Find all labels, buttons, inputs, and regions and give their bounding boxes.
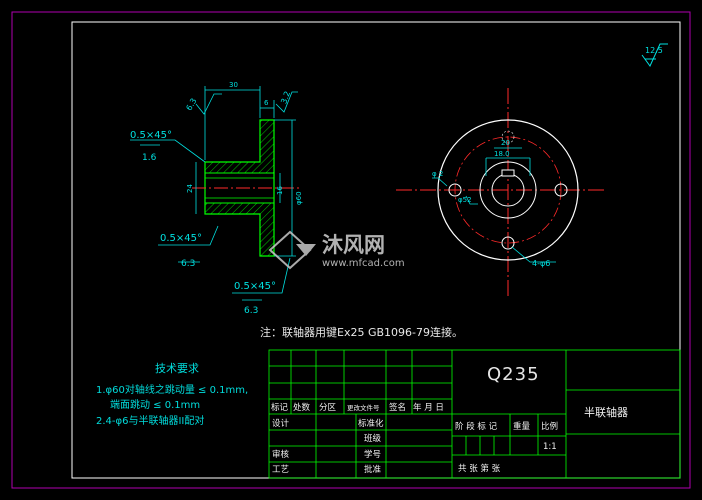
rough-chamfer-c: 6.3 [244, 306, 258, 316]
tb-review: 审核 [272, 449, 290, 460]
rev-header-zone: 分区 [319, 403, 337, 413]
chamfer-label-b: 0.5×45° [160, 233, 202, 244]
bolt-hole-bottom [501, 236, 515, 250]
tech-req-line3: 2.4-φ6与半联轴器II配对 [96, 414, 204, 427]
rev-header-count: 处数 [293, 402, 311, 413]
hatch-lower-flange [260, 203, 274, 256]
section-view [192, 119, 300, 257]
title-block-grid [268, 349, 681, 479]
tech-req-line1: 1.φ60对轴线之跳动量 ≤ 0.1mm, [96, 383, 248, 396]
tb-design: 设计 [272, 418, 290, 429]
overall-roughness-label: 12.5 [645, 46, 663, 55]
tb-standardize: 标准化 [358, 418, 384, 429]
watermark-brand: 沐风网 [322, 233, 385, 257]
dim-6: 6 [264, 99, 269, 107]
rough-chamfer-b: 6.3 [181, 259, 195, 269]
dim-key-width: 18.0 [494, 150, 510, 158]
dim-24: 24 [186, 184, 194, 193]
chamfer-label-c: 0.5×45° [234, 281, 276, 292]
part-name: 半联轴器 [584, 405, 628, 419]
rough-right-face: 3.2 [279, 90, 292, 105]
keyway [501, 169, 515, 177]
outer-border [11, 11, 691, 489]
dim-hub-20: 20 [501, 139, 510, 147]
overall-roughness-symbol [641, 43, 668, 67]
tech-req-title: 技术要求 [155, 362, 199, 375]
dim-16: 16 [276, 186, 284, 195]
rough-left-face: 6.3 [184, 97, 198, 113]
chamfer-label-a: 0.5×45° [130, 130, 172, 141]
hatch-upper-hub [205, 162, 260, 173]
rev-header-date: 年 月 日 [413, 402, 444, 413]
tech-req-line2: 端面跳动 ≤ 0.1mm [110, 398, 200, 411]
tb-approve: 批准 [364, 464, 382, 475]
dim-side-left: φ 2 [432, 170, 443, 178]
end-view-dimensions [432, 147, 556, 263]
dim-phi60: φ60 [295, 191, 303, 205]
dim-hole-dia: 4-φ6 [532, 259, 550, 268]
hatch-upper-flange [260, 120, 274, 173]
tb-scale-value: 1:1 [543, 442, 557, 452]
rev-header-doc: 更改文件号 [347, 403, 380, 412]
section-dimensions [130, 86, 298, 301]
watermark: 沐风网 www.mfcad.com [268, 230, 405, 270]
tb-sheets: 共 张 第 张 [458, 463, 501, 474]
outer-circle [437, 119, 579, 261]
dim-30: 30 [229, 81, 238, 89]
dim-side-low: φ52 [458, 196, 472, 204]
material-label: Q235 [487, 364, 540, 385]
tb-student-no: 学号 [364, 449, 381, 460]
tb-class: 班级 [364, 433, 382, 444]
tb-scale: 比例 [541, 421, 558, 432]
tb-weight: 重量 [513, 421, 531, 432]
tb-stage-mark: 阶 段 标 记 [455, 421, 498, 432]
hole-pitch-circle [454, 136, 562, 244]
hub-circle [479, 161, 537, 219]
bolt-hole-top [501, 130, 515, 144]
rev-header-sign: 签名 [389, 402, 406, 413]
bolt-hole-left [448, 183, 462, 197]
end-view [396, 88, 606, 298]
connection-note: 注：联轴器用键Ex25 GB1096-79连接。 [260, 325, 463, 339]
bolt-hole-right [554, 183, 568, 197]
rev-header-mark: 标记 [271, 402, 289, 413]
tb-process: 工艺 [272, 465, 289, 475]
rough-chamfer-a: 1.6 [142, 153, 157, 163]
watermark-url: www.mfcad.com [322, 258, 405, 269]
revision-headers: 标记 处数 分区 更改文件号 签名 年 月 日 [271, 402, 444, 413]
hatch-lower-hub [205, 203, 260, 214]
